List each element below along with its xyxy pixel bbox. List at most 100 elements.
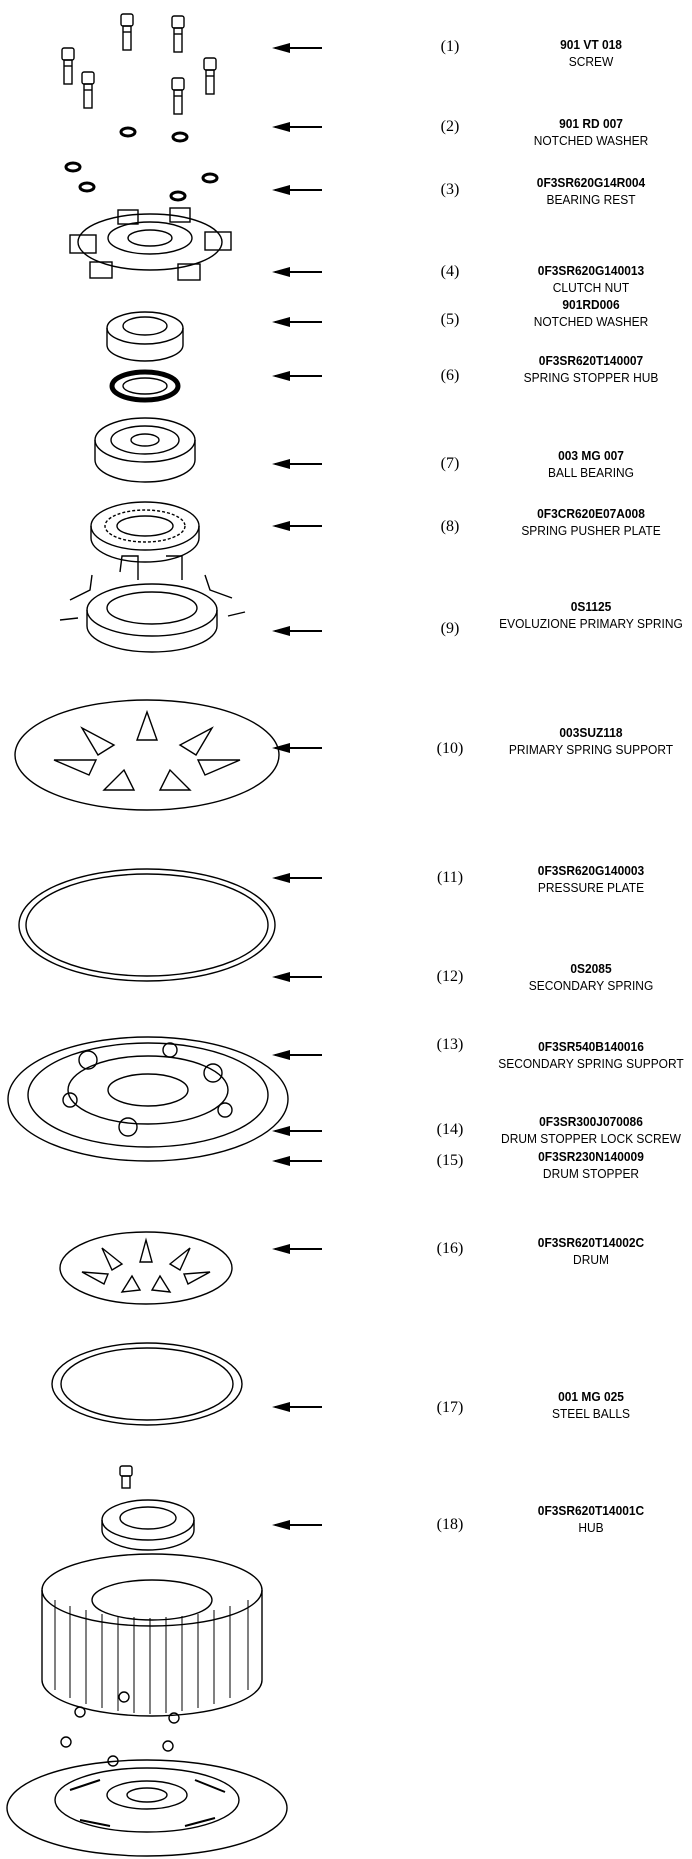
- part-name: BEARING REST: [546, 192, 636, 207]
- arrow-10: [272, 743, 322, 753]
- part-name: DRUM STOPPER: [542, 1166, 640, 1181]
- arrow-9: [272, 626, 322, 636]
- part-label-18: 0F3SR620T14001C HUB: [498, 1502, 684, 1536]
- part-code: 0F3SR620T14001C: [537, 1503, 645, 1518]
- part-code: 0F3SR620T140007: [538, 353, 644, 368]
- drum-stopper-lock-screw-illustration: [119, 1465, 133, 1489]
- primary-spring-illustration: [14, 699, 280, 811]
- arrow-1: [272, 43, 322, 53]
- part-code: 0S2085: [570, 961, 612, 976]
- part-code: 901RD006: [562, 297, 620, 312]
- callout-number-14: (14): [436, 1121, 464, 1138]
- callout-number-6: (6): [440, 367, 460, 384]
- part-code: 0F3SR230N140009: [538, 1149, 644, 1164]
- part-name: CLUTCH NUT: [552, 280, 630, 295]
- spring-pusher-plate-illustration: [59, 555, 246, 653]
- part-code: 0F3SR620G140003: [537, 863, 645, 878]
- part-name: DRUM STOPPER LOCK SCREW: [501, 1131, 681, 1146]
- part-name: HUB: [578, 1520, 604, 1535]
- part-name: DRUM: [573, 1252, 609, 1267]
- part-code: 001 MG 025: [558, 1389, 624, 1404]
- part-name: BALL BEARING: [548, 465, 634, 480]
- notched-washers-illustration: [64, 126, 219, 202]
- part-name: NOTCHED WASHER: [533, 314, 649, 329]
- arrow-7: [272, 459, 322, 469]
- callout-number-3: (3): [440, 181, 460, 198]
- part-code: 901 RD 007: [559, 116, 623, 131]
- part-name: SECONDARY SPRING SUPPORT: [498, 1056, 684, 1071]
- part-code: 0F3CR620E07A008: [537, 506, 645, 521]
- callout-number-5: (5): [440, 311, 460, 328]
- part-code: 901 VT 018: [560, 37, 622, 52]
- callout-number-1: (1): [440, 38, 460, 55]
- drum-stopper-illustration: [101, 1499, 195, 1551]
- primary-spring-support-illustration: [18, 868, 276, 982]
- part-code: 003SUZ118: [559, 725, 623, 740]
- arrow-18: [272, 1520, 322, 1530]
- arrow-15: [272, 1156, 322, 1166]
- callout-number-15: (15): [436, 1152, 464, 1169]
- part-name: STEEL BALLS: [551, 1406, 630, 1421]
- part-name: SPRING PUSHER PLATE: [521, 523, 661, 538]
- callout-number-8: (8): [440, 518, 460, 535]
- arrow-2: [272, 122, 322, 132]
- part-name: SECONDARY SPRING: [528, 978, 654, 993]
- drum-illustration: [41, 1553, 263, 1717]
- callout-number-13: (13): [436, 1036, 464, 1053]
- part-name: NOTCHED WASHER: [533, 133, 649, 148]
- arrow-3: [272, 185, 322, 195]
- callout-number-9: (9): [440, 620, 460, 637]
- arrow-14: [272, 1126, 322, 1136]
- callout-number-17: (17): [436, 1399, 464, 1416]
- part-name: EVOLUZIONE PRIMARY SPRING: [499, 616, 683, 631]
- arrow-17: [272, 1402, 322, 1412]
- spring-stopper-hub-illustration: [94, 417, 196, 483]
- part-code: 0F3SR620G14R004: [536, 175, 646, 190]
- part-code: 0F3SR620G140013: [537, 263, 645, 278]
- bearing-rest-illustration: [69, 207, 232, 281]
- notched-washer-illustration: [109, 369, 181, 403]
- callout-number-4: (4): [440, 263, 460, 280]
- secondary-spring-illustration: [59, 1231, 233, 1305]
- arrow-11: [272, 873, 322, 883]
- part-name: PRIMARY SPRING SUPPORT: [508, 742, 674, 757]
- part-code: 003 MG 007: [558, 448, 624, 463]
- ball-bearing-illustration: [90, 501, 200, 563]
- part-label-16: 0F3SR620T14002C DRUM: [498, 1234, 684, 1268]
- arrow-8: [272, 521, 322, 531]
- callout-number-18: (18): [436, 1516, 464, 1533]
- callout-number-7: (7): [440, 455, 460, 472]
- secondary-spring-support-illustration: [51, 1342, 243, 1426]
- callout-number-2: (2): [440, 118, 460, 135]
- steel-balls-illustration: [60, 1691, 180, 1767]
- callout-number-16: (16): [436, 1240, 464, 1257]
- arrow-13: [272, 1050, 322, 1060]
- arrow-12: [272, 972, 322, 982]
- part-code: 0F3SR620T14002C: [537, 1235, 645, 1250]
- arrow-4: [272, 267, 322, 277]
- part-name: PRESSURE PLATE: [537, 880, 645, 895]
- part-code: 0S1125: [570, 599, 612, 614]
- callout-number-10: (10): [436, 740, 464, 757]
- callout-number-11: (11): [436, 869, 464, 886]
- part-code: 0F3SR540B140016: [538, 1039, 644, 1054]
- part-name: SCREW: [568, 54, 614, 69]
- hub-illustration: [6, 1759, 288, 1857]
- part-name: SPRING STOPPER HUB: [523, 370, 659, 385]
- callout-arrows: [272, 43, 322, 1530]
